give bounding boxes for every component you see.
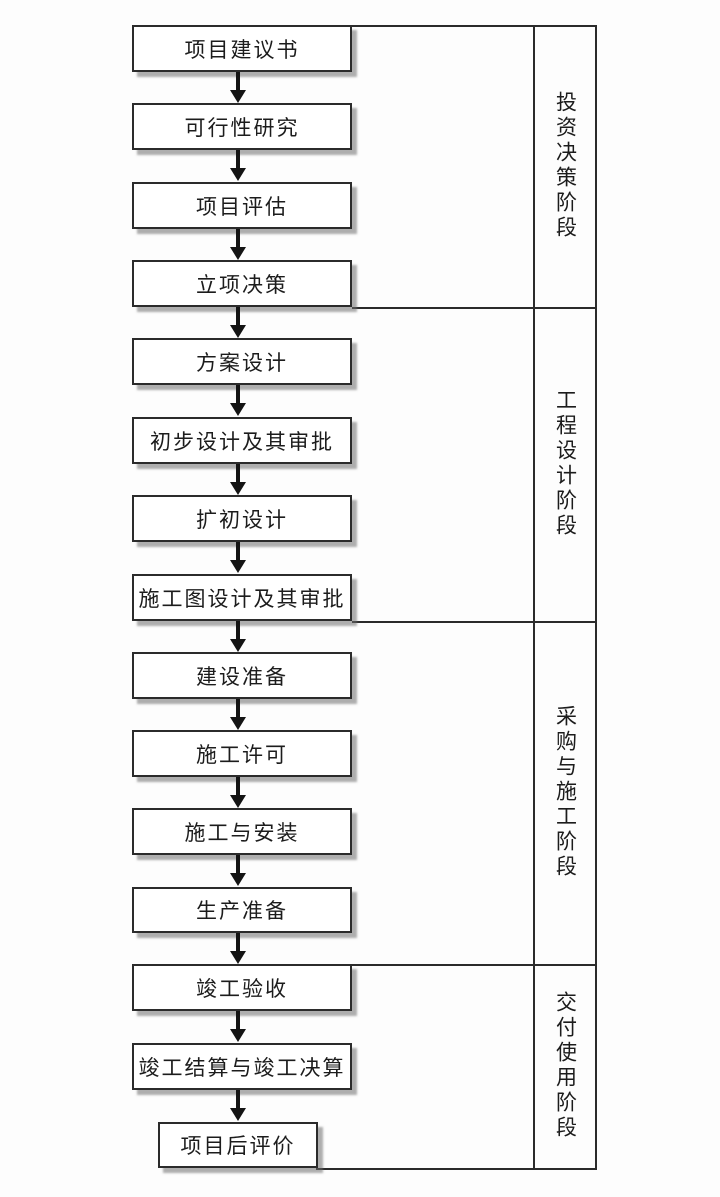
down-arrow-icon [230,699,246,730]
arrow-shaft [236,150,240,169]
flow-box-label: 竣工验收 [196,976,288,1001]
rail-bottom-line [316,1168,597,1170]
flow-box-label: 可行性研究 [184,115,300,140]
flow-box: 立项决策 [132,260,352,307]
arrow-head [230,639,246,652]
flow-box: 项目后评价 [158,1122,318,1168]
arrow-head [230,873,246,886]
arrow-shaft [236,933,240,952]
arrow-head [230,717,246,730]
flow-box: 扩初设计 [132,495,352,542]
phase-divider-2 [352,621,597,623]
down-arrow-icon [230,307,246,338]
arrow-head [230,1108,246,1121]
phase-band: 采购与施工阶段 [535,621,595,964]
flow-box: 施工许可 [132,730,352,777]
arrow-head [230,951,246,964]
down-arrow-icon [230,542,246,573]
arrow-shaft [236,621,240,640]
phase-band: 交付使用阶段 [535,964,595,1168]
flow-box-label: 立项决策 [196,272,288,297]
phase-band: 工程设计阶段 [535,307,595,621]
arrow-head [230,247,246,260]
phase-label: 投资决策阶段 [553,91,578,241]
phase-divider-1 [352,307,597,309]
flow-box: 生产准备 [132,887,352,933]
arrow-head [230,482,246,495]
flow-box: 施工与安装 [132,808,352,855]
flow-box: 建设准备 [132,652,352,699]
arrow-shaft [236,307,240,326]
arrow-shaft [236,385,240,404]
flow-box: 初步设计及其审批 [132,417,352,464]
arrow-shaft [236,855,240,874]
phase-label: 交付使用阶段 [553,991,578,1141]
arrow-head [230,90,246,103]
arrow-shaft [236,1011,240,1030]
arrow-head [230,325,246,338]
flow-box-label: 生产准备 [196,899,288,923]
phase-label: 工程设计阶段 [553,389,578,539]
flow-box-label: 方案设计 [196,350,288,375]
flow-box-label: 施工图设计及其审批 [138,586,346,611]
phase-rail [533,25,597,1168]
down-arrow-icon [230,385,246,416]
flow-box: 可行性研究 [132,103,352,150]
arrow-shaft [236,699,240,718]
flow-box: 竣工验收 [132,964,352,1011]
flow-box-label: 建设准备 [196,664,288,689]
phase-divider-3 [352,964,597,966]
flow-box-label: 初步设计及其审批 [150,429,334,454]
down-arrow-icon [230,1011,246,1042]
flow-box: 方案设计 [132,338,352,385]
flow-box-label: 项目后评价 [180,1134,296,1158]
rail-top-line [352,25,597,27]
phase-band: 投资决策阶段 [535,25,595,307]
down-arrow-icon [230,229,246,260]
flow-box-label: 项目建议书 [184,37,300,62]
flow-box-label: 项目评估 [196,194,288,219]
flow-box-label: 施工与安装 [184,820,300,845]
arrow-head [230,168,246,181]
down-arrow-icon [230,933,246,964]
flow-box: 项目建议书 [132,25,352,72]
arrow-head [230,403,246,416]
flow-box: 施工图设计及其审批 [132,574,352,621]
flow-box-label: 扩初设计 [196,507,288,532]
arrow-shaft [236,229,240,248]
arrow-shaft [236,72,240,91]
flow-box: 竣工结算与竣工决算 [132,1043,352,1090]
arrow-head [230,1029,246,1042]
down-arrow-icon [230,777,246,808]
arrow-head [230,795,246,808]
flow-box-label: 竣工结算与竣工决算 [138,1055,346,1080]
arrow-shaft [236,542,240,561]
arrow-shaft [236,464,240,483]
down-arrow-icon [230,855,246,886]
arrow-shaft [236,777,240,796]
flow-box: 项目评估 [132,182,352,229]
down-arrow-icon [230,1090,246,1121]
down-arrow-icon [230,464,246,495]
down-arrow-icon [230,150,246,181]
down-arrow-icon [230,621,246,652]
flow-box-label: 施工许可 [196,742,288,767]
arrow-shaft [236,1090,240,1109]
arrow-head [230,560,246,573]
phase-label: 采购与施工阶段 [553,705,578,880]
down-arrow-icon [230,72,246,103]
